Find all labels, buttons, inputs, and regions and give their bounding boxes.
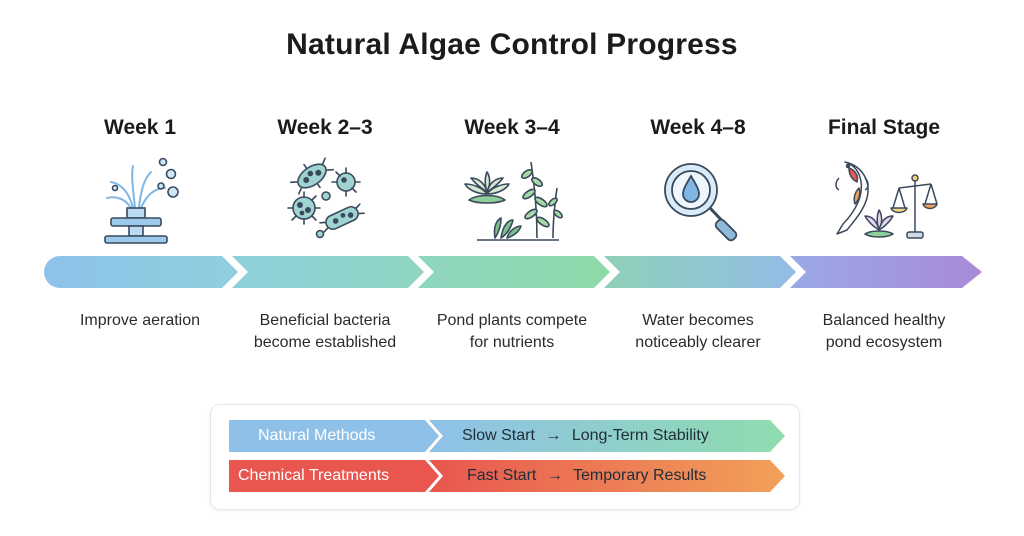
chemical-result-text: Temporary Results bbox=[572, 467, 707, 484]
description-line: become established bbox=[253, 334, 397, 351]
description-line: Water becomes bbox=[642, 312, 754, 329]
stage-description-week-3-4: Pond plants compete for nutrients bbox=[417, 310, 607, 354]
stage-description-week-2-3: Beneficial bacteria become established bbox=[230, 310, 420, 354]
comparison-arrows bbox=[229, 420, 785, 492]
description-line: Balanced healthy bbox=[822, 312, 946, 329]
stage-label-week-3-4: Week 3–4 bbox=[464, 116, 560, 139]
timeline-segment-week-3-4 bbox=[418, 256, 610, 288]
timeline-segment-week-2-3 bbox=[232, 256, 424, 288]
stage-description-week-1: Improve aeration bbox=[45, 310, 235, 332]
stage-label-week-2-3: Week 2–3 bbox=[277, 116, 373, 139]
progress-timeline bbox=[44, 256, 982, 288]
stage-label-week-4-8: Week 4–8 bbox=[650, 116, 746, 139]
magnifier-water-drop-icon bbox=[643, 152, 753, 248]
chemical-start-text: Fast Start bbox=[467, 467, 537, 484]
natural-methods-label-arrow bbox=[229, 420, 439, 452]
description-line: noticeably clearer bbox=[635, 334, 761, 351]
arrow-icon: → bbox=[545, 427, 562, 444]
koi-lotus-balance-icon bbox=[829, 152, 939, 248]
stage-description-final-stage: Balanced healthy pond ecosystem bbox=[789, 310, 979, 354]
description-line: for nutrients bbox=[469, 334, 555, 351]
timeline-segment-week-4-8 bbox=[604, 256, 796, 288]
chemical-treatments-result-arrow bbox=[429, 460, 785, 492]
arrow-icon: → bbox=[546, 467, 563, 484]
lotus-plants-icon bbox=[457, 152, 567, 248]
stage-description-week-4-8: Water becomes noticeably clearer bbox=[603, 310, 793, 354]
timeline-segment-week-1 bbox=[44, 256, 238, 288]
natural-methods-result-arrow bbox=[429, 420, 785, 452]
timeline-segment-final-stage bbox=[790, 256, 982, 288]
stage-label-week-1: Week 1 bbox=[104, 116, 176, 139]
description-line: Pond plants compete bbox=[436, 312, 588, 329]
bacteria-icon bbox=[270, 152, 380, 248]
chemical-treatments-label: Chemical Treatments bbox=[238, 467, 390, 484]
stage-label-final-stage: Final Stage bbox=[827, 116, 941, 139]
diagram-title: Natural Algae Control Progress bbox=[286, 28, 738, 61]
natural-methods-outcome: Slow Start → Long-Term Stability bbox=[462, 426, 709, 446]
fountain-icon bbox=[85, 152, 195, 248]
natural-start-text: Slow Start bbox=[462, 427, 535, 444]
chemical-treatments-label-arrow bbox=[229, 460, 439, 492]
description-line: Beneficial bacteria bbox=[259, 312, 391, 329]
natural-methods-label: Natural Methods bbox=[258, 427, 376, 444]
chemical-treatments-outcome: Fast Start → Temporary Results bbox=[467, 466, 706, 486]
natural-result-text: Long-Term Stability bbox=[571, 427, 709, 444]
description-line: Improve aeration bbox=[79, 312, 201, 329]
description-line: pond ecosystem bbox=[825, 334, 943, 351]
